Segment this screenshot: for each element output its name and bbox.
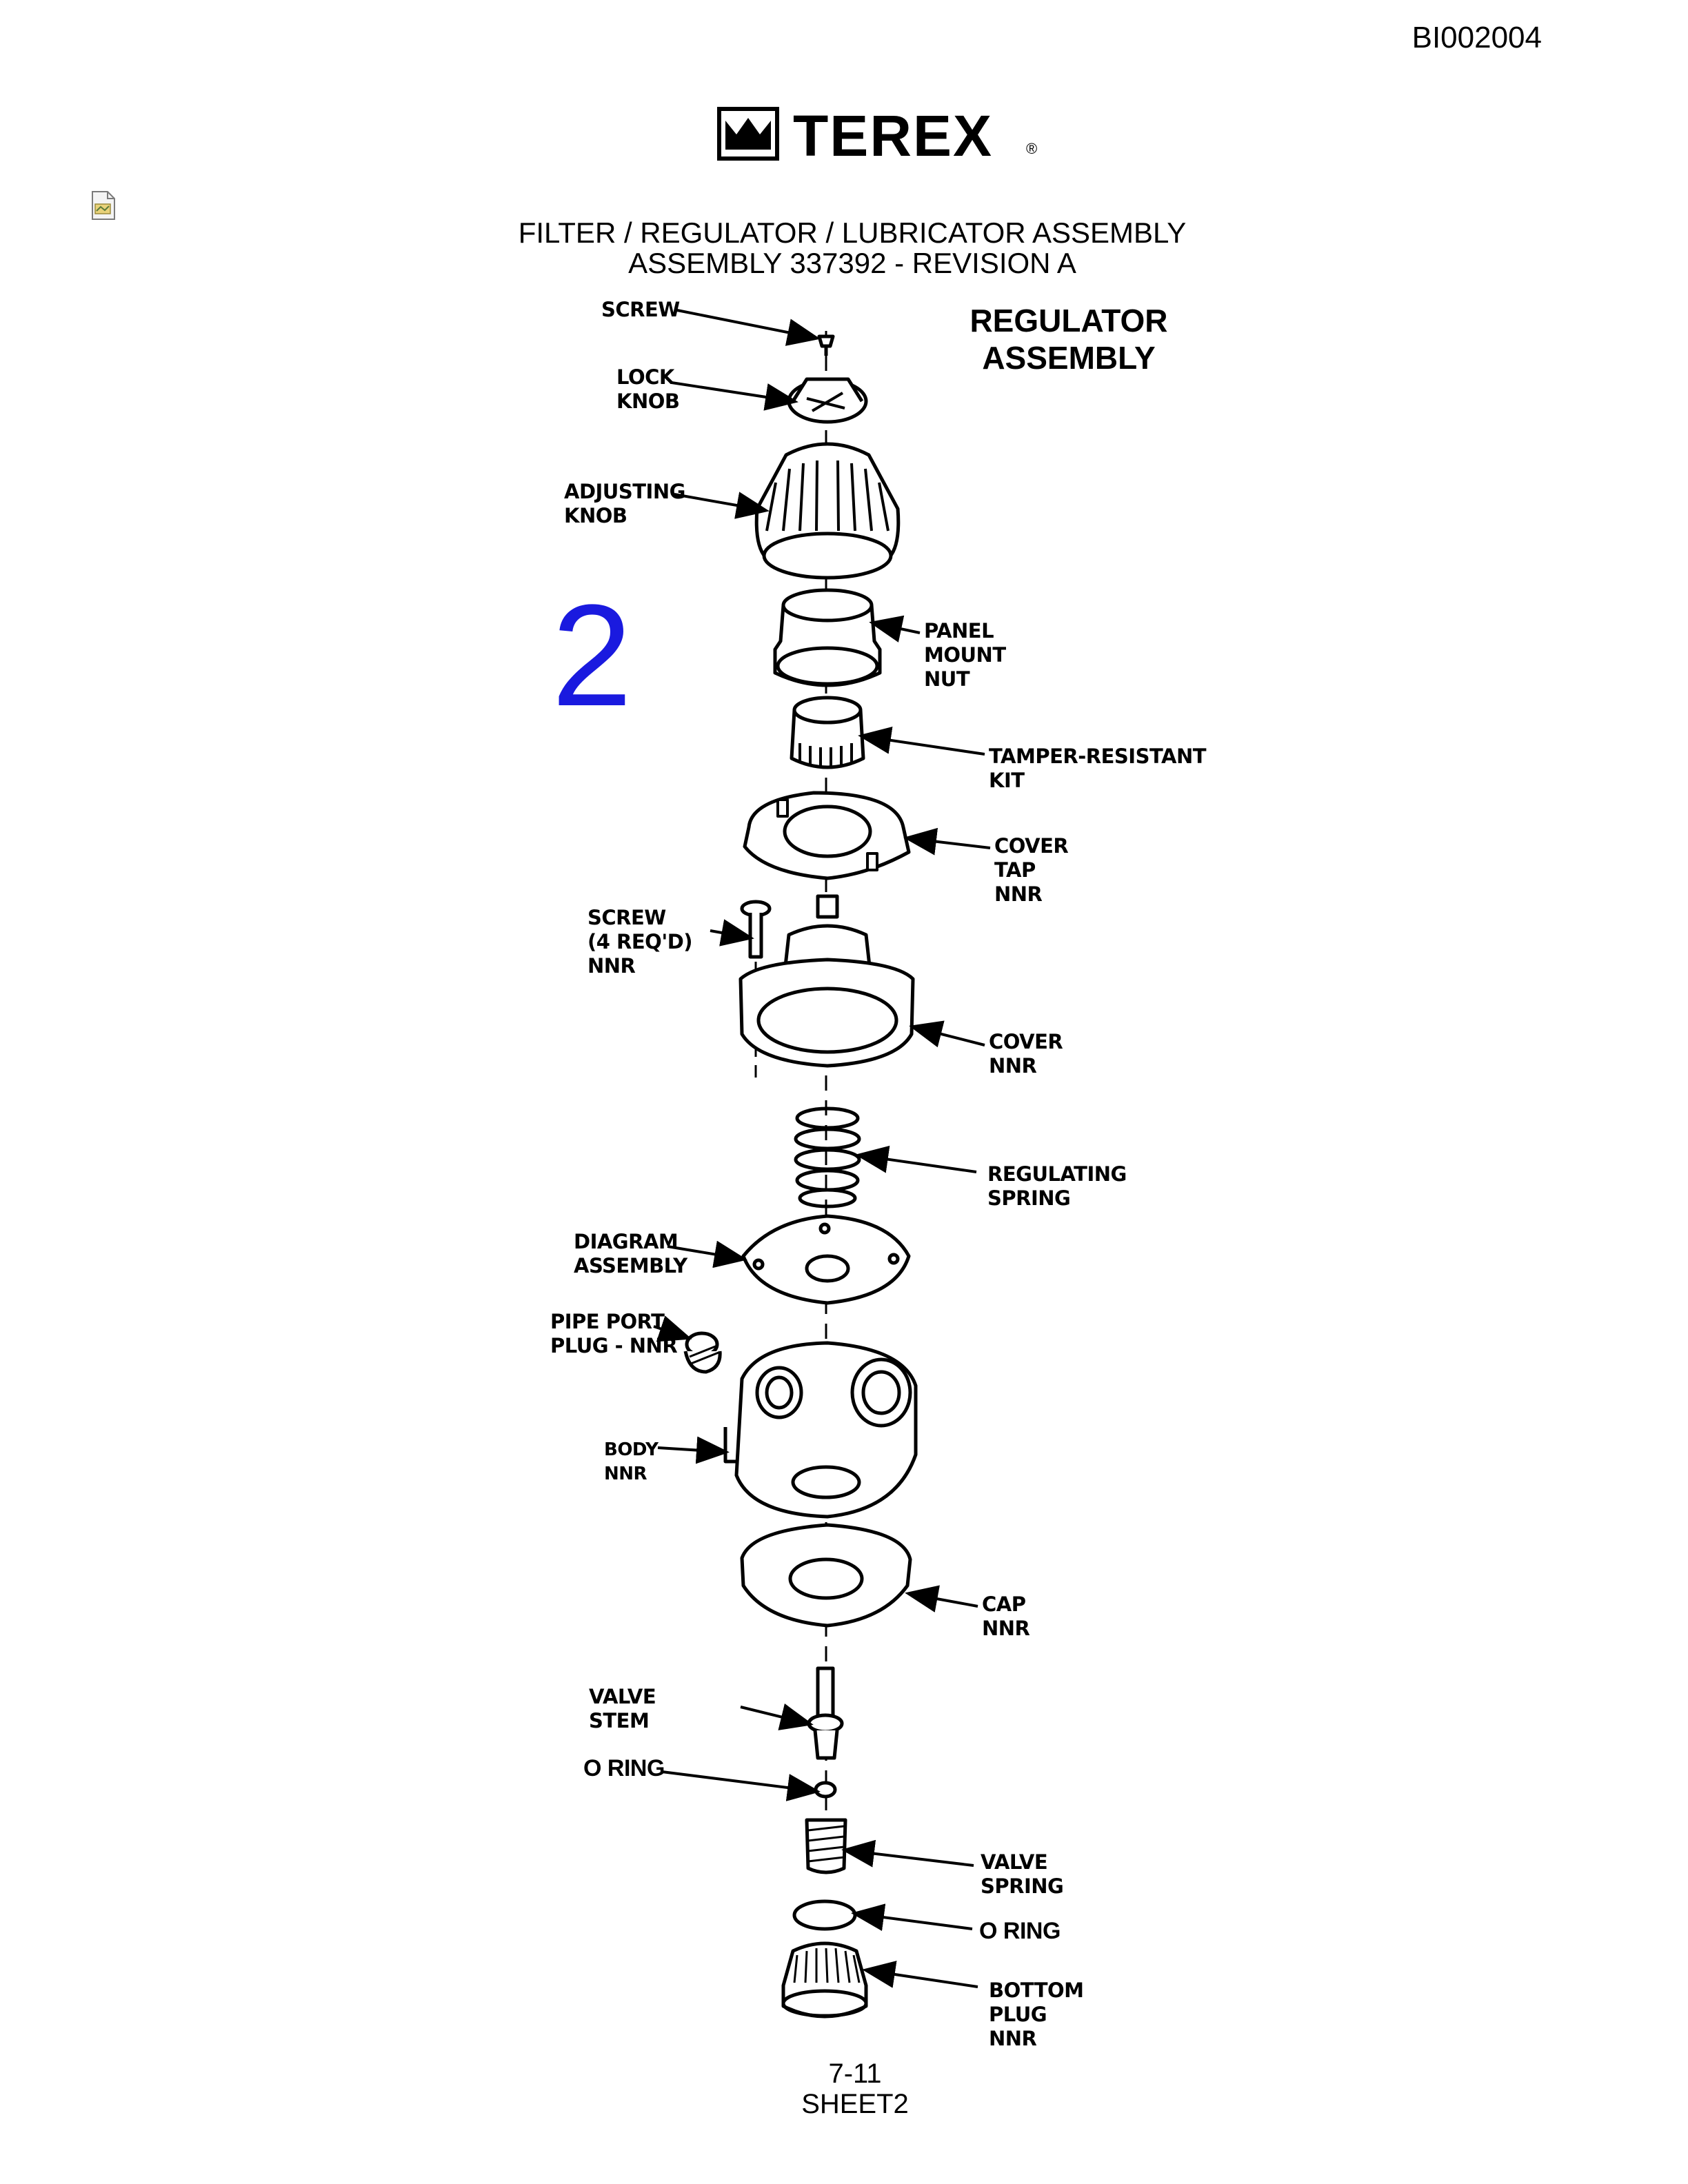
label-lock-knob: LOCK KNOB — [616, 365, 680, 413]
label-diagram-assembly: DIAGRAM ASSEMBLY — [574, 1230, 687, 1277]
label-cover: COVER NNR — [989, 1030, 1063, 1078]
label-bottom-plug: BOTTOM PLUG NNR — [989, 1979, 1084, 2050]
cover-tap-part — [743, 791, 911, 880]
label-cap: CAP NNR — [982, 1593, 1030, 1640]
screw-part — [817, 334, 835, 356]
label-screw-4: SCREW (4 REQ'D) NNR — [587, 906, 693, 978]
terex-logo: TEREX ® — [717, 103, 1041, 168]
terex-crown-icon — [717, 107, 779, 161]
label-pipe-port-plug: PIPE PORT PLUG - NNR — [550, 1310, 678, 1357]
label-o-ring-1: O RING — [583, 1755, 665, 1781]
pipe-port-plug-part — [683, 1331, 722, 1374]
label-valve-stem: VALVE STEM — [589, 1685, 656, 1732]
regulating-spring-part — [794, 1106, 861, 1209]
title-line-1: FILTER / REGULATOR / LUBRICATOR ASSEMBLY — [518, 216, 1187, 249]
valve-spring-part — [805, 1818, 847, 1874]
subtitle-line-2: ASSEMBLY — [982, 340, 1156, 376]
brand-name: TEREX — [793, 103, 994, 168]
document-id: BI002004 — [1411, 21, 1542, 54]
valve-stem-part — [807, 1666, 844, 1760]
diagram-assembly-part — [741, 1214, 911, 1305]
label-screw: SCREW — [601, 298, 680, 321]
subtitle-line-1: REGULATOR — [969, 303, 1168, 338]
label-adjusting-knob: ADJUSTING KNOB — [564, 480, 685, 527]
body-part — [723, 1341, 918, 1519]
leader-lines — [653, 309, 991, 1988]
cover-part — [738, 894, 915, 1068]
bottom-plug-part — [781, 1941, 868, 2019]
label-panel-mount-nut: PANEL MOUNT NUT — [924, 619, 1006, 691]
o-ring-2-part — [792, 1899, 857, 1931]
label-regulating-spring: REGULATING SPRING — [987, 1162, 1127, 1210]
o-ring-1-part — [814, 1781, 837, 1799]
cap-part — [740, 1523, 912, 1628]
lock-knob-part — [787, 377, 868, 424]
tamper-resistant-kit-part — [790, 696, 865, 769]
title-line-2: ASSEMBLY 337392 - REVISION A — [628, 247, 1076, 279]
label-o-ring-2: O RING — [979, 1918, 1061, 1944]
label-cover-tap: COVER TAP NNR — [994, 834, 1069, 906]
file-icon[interactable] — [91, 190, 116, 221]
sheet-number: 2 — [552, 574, 632, 736]
label-valve-spring: VALVE SPRING — [981, 1850, 1064, 1898]
registered-mark: ® — [1026, 140, 1038, 157]
label-body: BODY NNR — [604, 1439, 659, 1484]
panel-mount-nut-part — [773, 588, 882, 687]
adjusting-knob-part — [754, 442, 901, 580]
label-tamper-resistant-kit: TAMPER-RESISTANT KIT — [989, 745, 1207, 792]
sheet-label: SHEET2 — [801, 2089, 909, 2119]
page-number: 7-11 — [828, 2059, 882, 2089]
